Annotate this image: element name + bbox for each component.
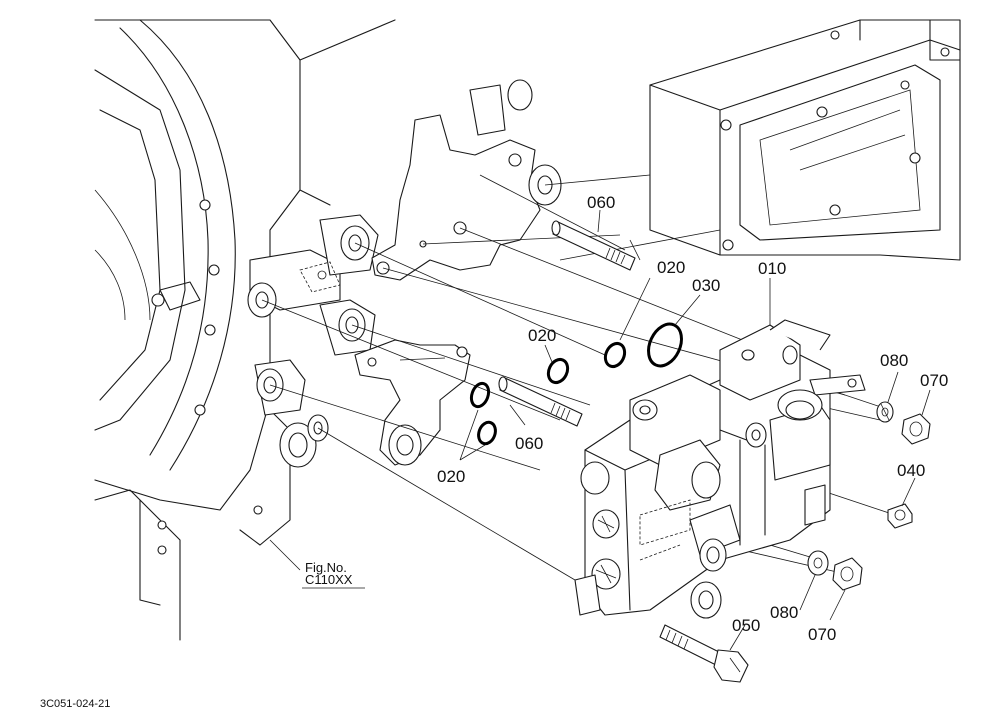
label-060-upper: 060	[587, 193, 615, 212]
o-ring-020-lower-2	[477, 420, 497, 446]
valve-body	[574, 319, 866, 619]
label-010: 010	[758, 259, 786, 278]
nut-070-lower	[832, 557, 863, 591]
housing-bosses	[247, 214, 379, 442]
washer-080-upper	[876, 401, 894, 423]
fig-ref-line1: Fig.No.	[305, 560, 347, 575]
label-060-lower: 060	[515, 434, 543, 453]
label-020-middle: 020	[528, 326, 556, 345]
label-070-upper: 070	[920, 371, 948, 390]
label-080-upper: 080	[880, 351, 908, 370]
plug-040	[887, 503, 913, 529]
o-rings	[469, 322, 683, 446]
label-050: 050	[732, 616, 760, 635]
leader-lines	[269, 209, 931, 651]
right-housing	[649, 19, 961, 261]
fig-ref-line2: C110XX	[305, 572, 353, 587]
gasket-plate-upper	[371, 79, 562, 281]
label-080-lower: 080	[770, 603, 798, 622]
washer-080-lower	[807, 550, 829, 576]
gasket-plate-lower	[354, 339, 471, 466]
bolt-050	[659, 624, 749, 683]
o-ring-030	[647, 322, 683, 368]
stud-bolt-upper	[551, 220, 636, 271]
label-030: 030	[692, 276, 720, 295]
drawing-code: 3C051-024-21	[40, 698, 110, 710]
o-ring-020-lower-1	[469, 381, 491, 409]
label-020-upper: 020	[657, 258, 685, 277]
label-040: 040	[897, 461, 925, 480]
left-housing	[94, 19, 396, 641]
o-ring-020-upper	[603, 341, 627, 369]
label-020-lower: 020	[437, 467, 465, 486]
label-070-lower: 070	[808, 625, 836, 644]
stud-bolt-lower	[498, 376, 583, 427]
nut-070-upper	[901, 413, 931, 445]
o-ring-020-middle	[546, 357, 570, 385]
